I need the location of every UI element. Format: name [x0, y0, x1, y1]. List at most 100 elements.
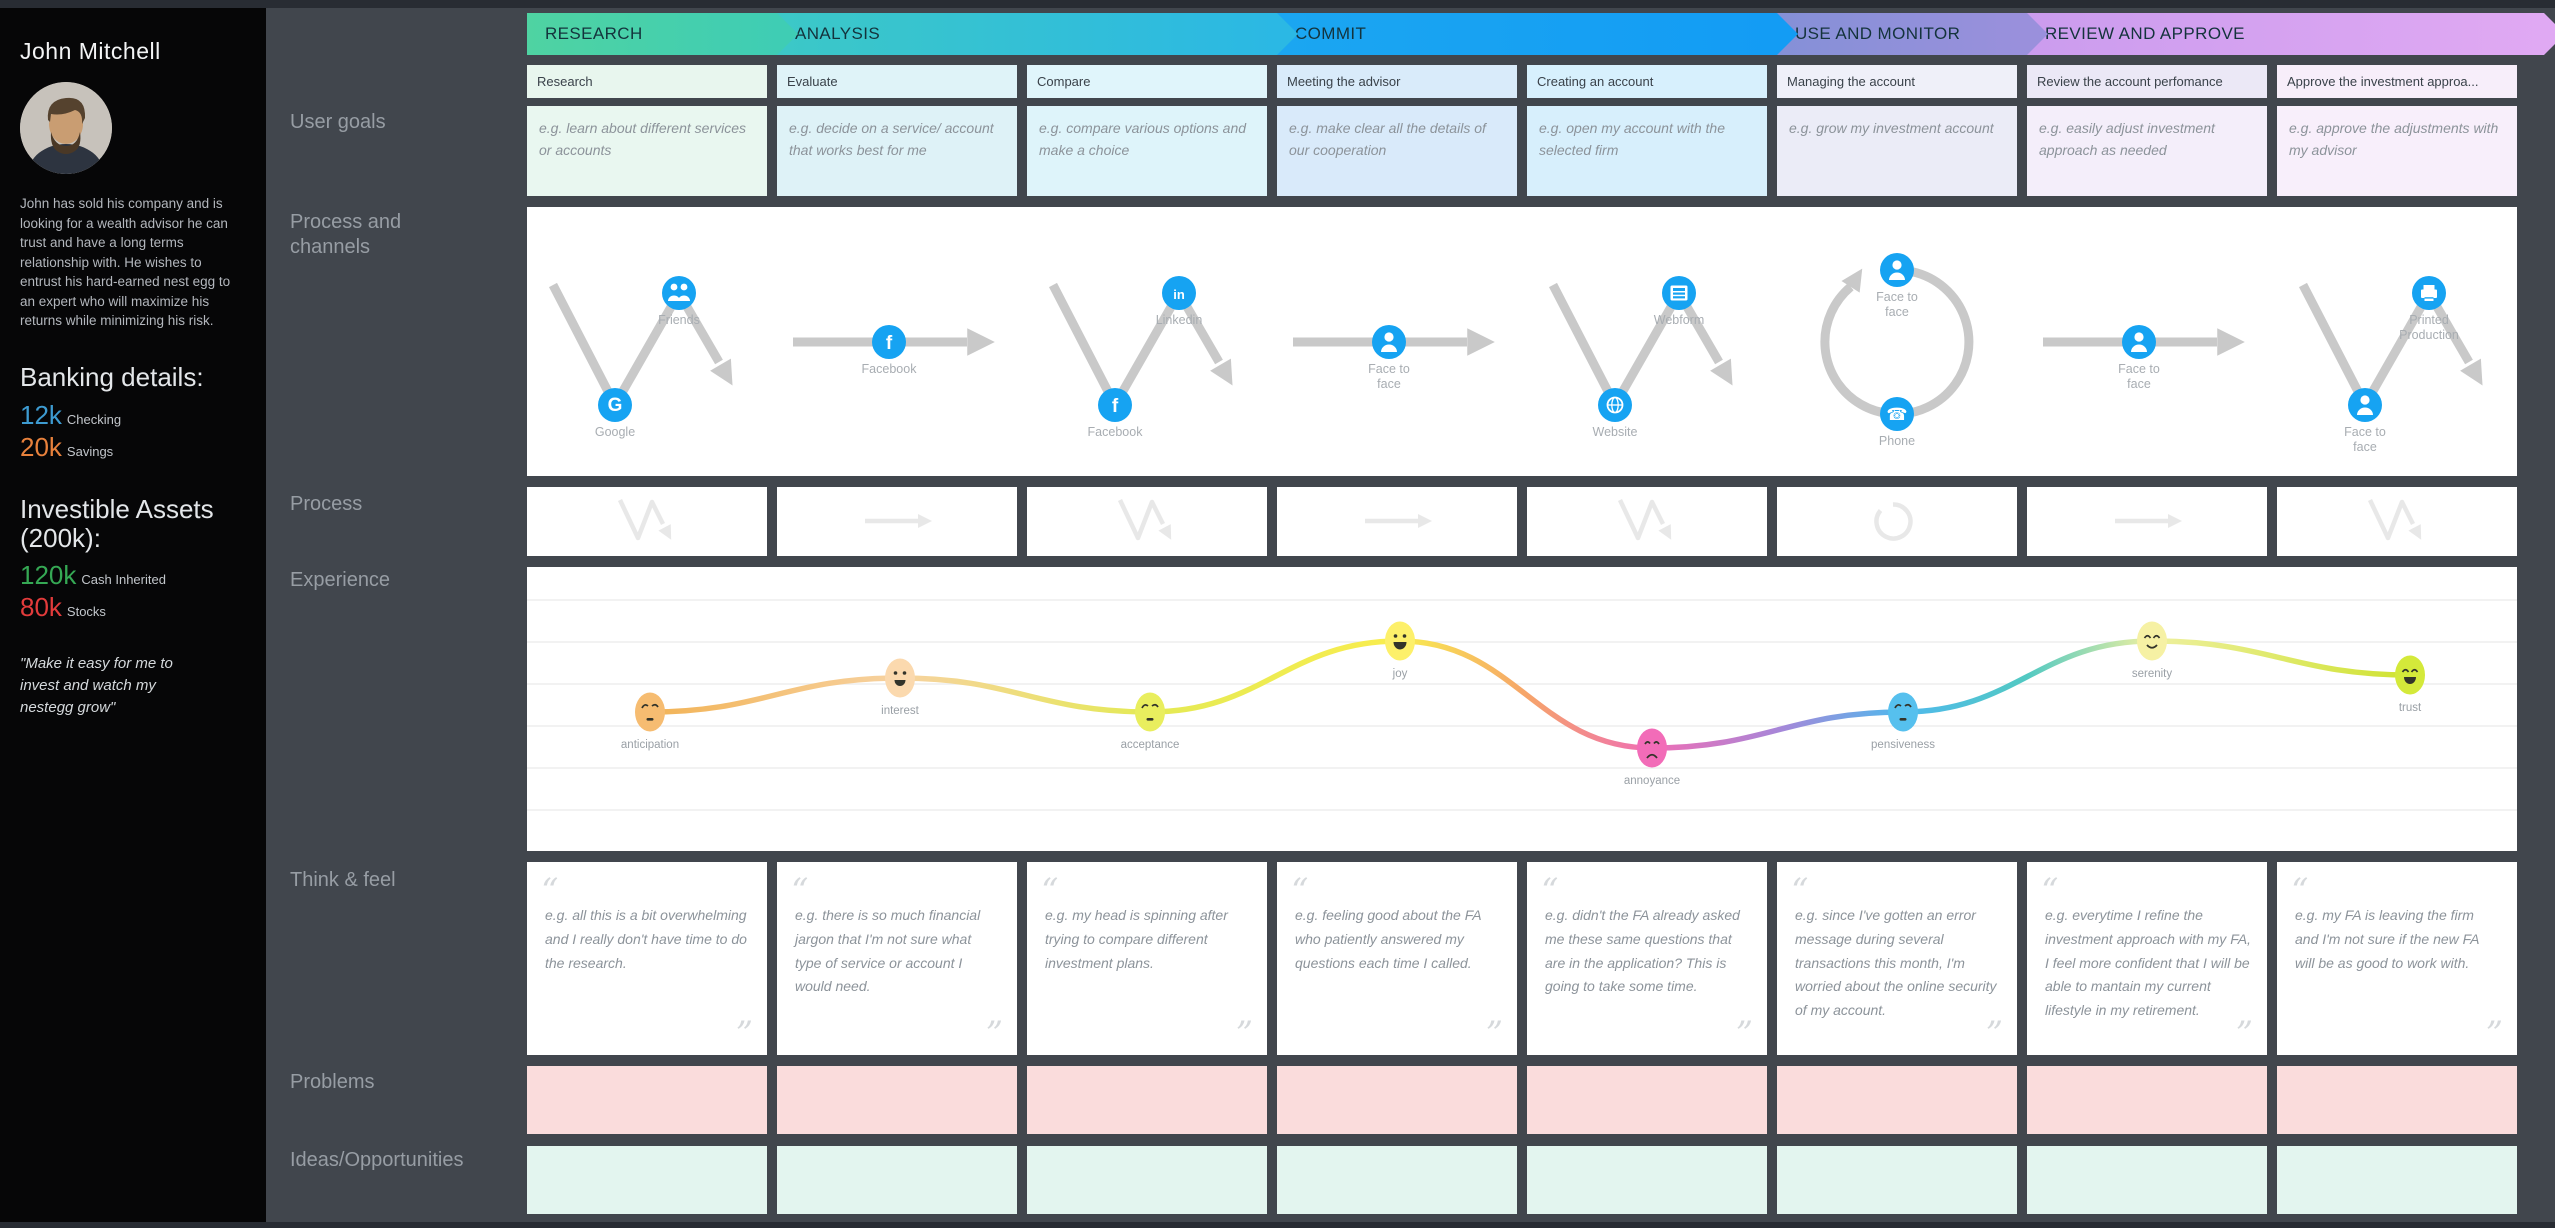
- think-feel-card[interactable]: “e.g. my head is spinning after trying t…: [1027, 862, 1267, 1055]
- stat-value: 20k: [20, 431, 62, 462]
- substage-cell[interactable]: Research: [527, 65, 767, 98]
- process-cell[interactable]: [1527, 487, 1767, 556]
- stage-label: RESEARCH: [545, 24, 643, 43]
- emotion-emoji[interactable]: anticipation: [621, 692, 679, 752]
- process-cell[interactable]: [2027, 487, 2267, 556]
- idea-cell[interactable]: [2277, 1146, 2517, 1214]
- stage-arrow[interactable]: ANALYSIS: [777, 13, 1298, 55]
- close-quote-icon: ”: [2485, 1014, 2503, 1054]
- channel-label: Facebook: [1088, 425, 1144, 439]
- problem-cell[interactable]: [1277, 1066, 1517, 1134]
- problem-cell[interactable]: [2027, 1066, 2267, 1134]
- persona-quote[interactable]: "Make it easy for me to invest and watch…: [20, 655, 173, 716]
- face-to-face-icon[interactable]: [1372, 325, 1406, 359]
- channel-label: Printed: [2409, 313, 2449, 327]
- stage-arrow[interactable]: USE AND MONITOR: [1777, 13, 2048, 55]
- emotion-emoji[interactable]: joy: [1385, 621, 1415, 681]
- face-to-face-icon[interactable]: [2348, 388, 2382, 422]
- emotion-emoji[interactable]: pensiveness: [1871, 692, 1935, 752]
- idea-cell[interactable]: [777, 1146, 1017, 1214]
- stage-arrow[interactable]: RESEARCH: [527, 13, 798, 55]
- user-goal-card[interactable]: e.g. grow my investment account: [1777, 106, 2017, 196]
- emotion-emoji[interactable]: acceptance: [1121, 692, 1180, 752]
- user-goal-card[interactable]: e.g. easily adjust investment approach a…: [2027, 106, 2267, 196]
- arrowhead: [710, 358, 733, 386]
- process-cell[interactable]: [2277, 487, 2517, 556]
- process-cell[interactable]: [527, 487, 767, 556]
- webform-icon[interactable]: [1662, 276, 1696, 310]
- idea-cell[interactable]: [1277, 1146, 1517, 1214]
- emotion-emoji[interactable]: serenity: [2132, 621, 2173, 681]
- friends-icon[interactable]: [662, 276, 696, 310]
- idea-cell[interactable]: [1777, 1146, 2017, 1214]
- phone-icon[interactable]: ☎: [1880, 397, 1914, 431]
- think-feel-card[interactable]: “e.g. there is so much financial jargon …: [777, 862, 1017, 1055]
- linkedin-icon[interactable]: in: [1162, 276, 1196, 310]
- substage-cell[interactable]: Approve the investment approa...: [2277, 65, 2517, 98]
- idea-cell[interactable]: [1027, 1146, 1267, 1214]
- facebook-icon[interactable]: f: [1098, 388, 1132, 422]
- process-cell[interactable]: [1777, 487, 2017, 556]
- user-goal-card[interactable]: e.g. decide on a service/ account that w…: [777, 106, 1017, 196]
- website-icon[interactable]: [1598, 388, 1632, 422]
- stage-arrow[interactable]: REVIEW AND APPROVE: [2027, 13, 2555, 55]
- problem-cell[interactable]: [1027, 1066, 1267, 1134]
- stage-label: ANALYSIS: [795, 24, 881, 43]
- stage-label: USE AND MONITOR: [1795, 24, 1961, 43]
- idea-cell[interactable]: [1527, 1146, 1767, 1214]
- think-feel-card[interactable]: “e.g. didn't the FA already asked me the…: [1527, 862, 1767, 1055]
- problem-cell[interactable]: [527, 1066, 767, 1134]
- bottom-edge-bar: [0, 1222, 2555, 1228]
- stage-arrow-tip: [2027, 13, 2048, 55]
- stage-arrow[interactable]: COMMIT: [1277, 13, 1798, 55]
- google-icon[interactable]: G: [598, 388, 632, 422]
- persona-name[interactable]: John Mitchell: [20, 38, 161, 64]
- idea-cell[interactable]: [2027, 1146, 2267, 1214]
- substage-cell[interactable]: Managing the account: [1777, 65, 2017, 98]
- facebook-icon[interactable]: f: [872, 325, 906, 359]
- think-feel-card[interactable]: “e.g. everytime I refine the investment …: [2027, 862, 2267, 1055]
- row-label: Process: [290, 493, 363, 515]
- problem-cell[interactable]: [777, 1066, 1017, 1134]
- user-goal-card[interactable]: e.g. learn about different services or a…: [527, 106, 767, 196]
- process-cell[interactable]: [777, 487, 1017, 556]
- stat-label: Cash Inherited: [81, 572, 166, 588]
- user-goal-card[interactable]: e.g. approve the adjustments with my adv…: [2277, 106, 2517, 196]
- user-goal-card[interactable]: e.g. make clear all the details of our c…: [1277, 106, 1517, 196]
- printer-icon[interactable]: [2412, 276, 2446, 310]
- substage-cell[interactable]: Creating an account: [1527, 65, 1767, 98]
- face-to-face-icon[interactable]: [2122, 325, 2156, 359]
- emotion-emoji[interactable]: trust: [2395, 655, 2425, 715]
- substage-cell[interactable]: Review the account perfomance: [2027, 65, 2267, 98]
- user-goal-card[interactable]: e.g. compare various options and make a …: [1027, 106, 1267, 196]
- substage-cell[interactable]: Meeting the advisor: [1277, 65, 1517, 98]
- face-to-face-icon[interactable]: [1880, 253, 1914, 287]
- problem-cell[interactable]: [1527, 1066, 1767, 1134]
- problem-cell[interactable]: [1777, 1066, 2017, 1134]
- user-goal-card[interactable]: e.g. open my account with the selected f…: [1527, 106, 1767, 196]
- substage-cell[interactable]: Evaluate: [777, 65, 1017, 98]
- experience-band: anticipation interest acceptance joy annoyan…: [527, 567, 2517, 851]
- close-quote-icon: ”: [2235, 1014, 2253, 1054]
- process-cell[interactable]: [1277, 487, 1517, 556]
- process-cell[interactable]: [1027, 487, 1267, 556]
- avatar[interactable]: [20, 82, 112, 174]
- assets-heading: Investible Assets (200k):: [20, 493, 214, 553]
- emotion-emoji[interactable]: interest: [881, 658, 920, 718]
- substage-cell[interactable]: Compare: [1027, 65, 1267, 98]
- channel-label: Production: [2399, 328, 2459, 342]
- think-feel-card[interactable]: “e.g. all this is a bit overwhelming and…: [527, 862, 767, 1055]
- problem-cell[interactable]: [2277, 1066, 2517, 1134]
- channel-label: face: [1377, 377, 1401, 391]
- think-feel-card[interactable]: “e.g. since I've gotten an error message…: [1777, 862, 2017, 1055]
- idea-cell[interactable]: [527, 1146, 767, 1214]
- emotion-emoji[interactable]: annoyance: [1624, 728, 1680, 788]
- persona-description[interactable]: John has sold his company and is looking…: [20, 196, 231, 329]
- think-feel-card[interactable]: “e.g. feeling good about the FA who pati…: [1277, 862, 1517, 1055]
- think-feel-card[interactable]: “e.g. my FA is leaving the firm and I'm …: [2277, 862, 2517, 1055]
